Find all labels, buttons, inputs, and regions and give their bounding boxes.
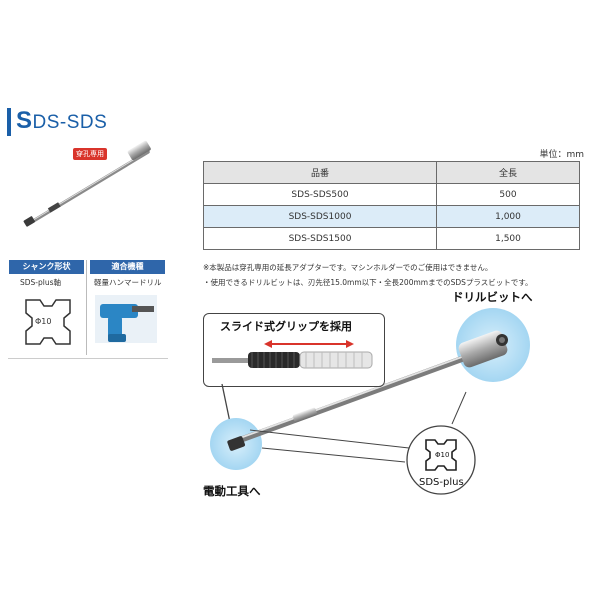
shank-phi-label: Φ10 [35, 317, 52, 326]
main-product-rod [227, 330, 508, 451]
to-power-tool-label: 電動工具へ [203, 484, 261, 498]
machine-value: 軽量ハンマードリル [94, 278, 162, 287]
spec-panel [8, 258, 168, 359]
panel-divider [86, 260, 87, 355]
cell-part-number: SDS-SDS1000 [203, 205, 437, 228]
sds-phi-label: Φ10 [435, 451, 450, 459]
to-drill-bit-label: ドリルビットへ [452, 290, 533, 304]
unit-label: 単位：mm [539, 150, 584, 160]
sds-plus-label: SDS-plus [419, 477, 464, 488]
small-product-rod [23, 140, 151, 227]
note-compatible-bits: ・使用できるドリルビットは、刃先径15.0mm以下・全長200mmまでのSDSプ… [203, 278, 533, 287]
table-row: SDS-SDS1500 1,500 [203, 227, 580, 250]
small-sds-cross-section-icon [25, 299, 71, 345]
sds-plus-detail-circle [406, 425, 476, 495]
note-usage: ※本製品は穿孔専用の延長アダプターです。マシンホルダーでのご使用はできません。 [203, 263, 493, 272]
slide-grip-detail [212, 340, 373, 369]
slide-grip-callout [203, 313, 385, 387]
spec-table: 品番 全長 SDS-SDS500 500 SDS-SDS1000 1,000 S… [203, 161, 580, 250]
tab-compatible-machine: 適合機種 [90, 260, 165, 274]
hammer-drill-image [95, 295, 157, 343]
page-title: SDS-SDS [16, 107, 108, 134]
sds-detail-pointer [249, 391, 467, 463]
callout-title: スライド式グリップを採用 [220, 320, 352, 333]
shank-value: SDS-plus軸 [20, 278, 62, 287]
cell-length: 1,500 [436, 227, 580, 250]
tab-shank-shape: シャンク形状 [9, 260, 84, 274]
drilling-only-badge: 穿孔専用 [73, 148, 107, 160]
title-accent-bar [7, 108, 11, 136]
table-row: SDS-SDS1000 1,000 [203, 205, 580, 228]
